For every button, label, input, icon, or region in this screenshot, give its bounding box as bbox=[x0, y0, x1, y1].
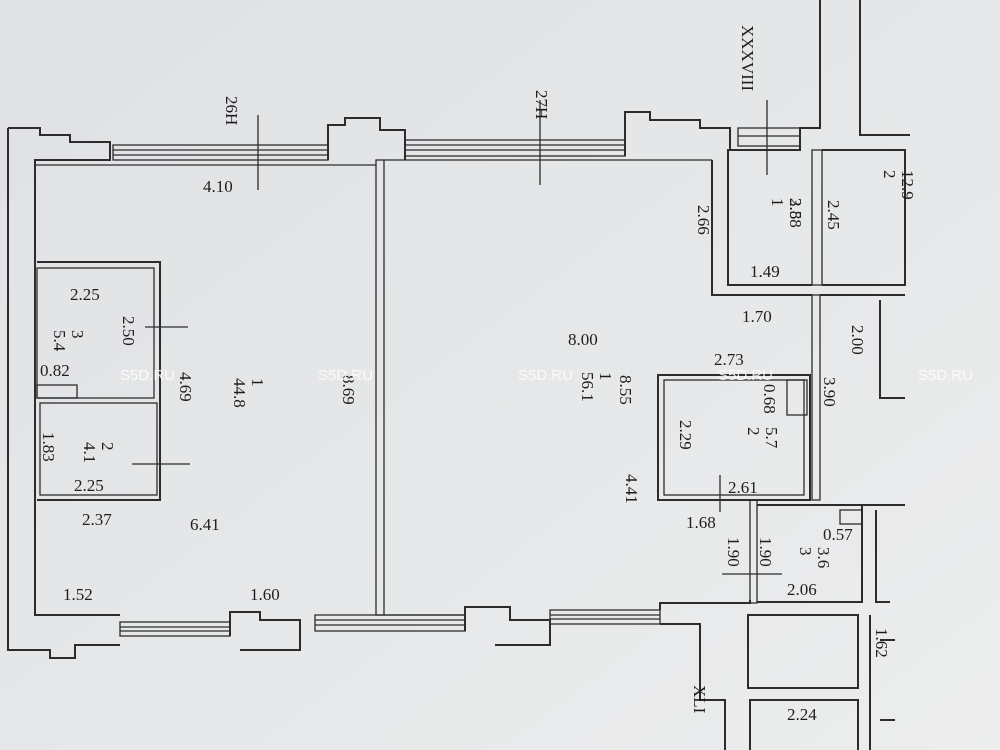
room-area: 44.8 bbox=[230, 378, 249, 408]
watermark: S5D.RU bbox=[120, 367, 175, 384]
dim-8-55: 8.55 bbox=[616, 375, 635, 405]
watermark: S5D.RU bbox=[718, 367, 773, 384]
right-apartment-labels: 8.00 156.1 8.55 2.66 13.8 2.58 2.45 212.… bbox=[568, 170, 917, 724]
room-number: 3 bbox=[68, 330, 87, 339]
room-area: 5.7 bbox=[762, 427, 781, 449]
dim-2-73: 2.73 bbox=[714, 350, 744, 369]
dim-2-06: 2.06 bbox=[787, 580, 817, 599]
room-number: 1 bbox=[248, 378, 267, 387]
dim-4-41: 4.41 bbox=[622, 474, 641, 504]
dim-1-90-left: 1.90 bbox=[724, 537, 743, 567]
room-number: 3 bbox=[796, 547, 815, 556]
dim-2-00: 2.00 bbox=[848, 325, 867, 355]
dim-0-68: 0.68 bbox=[760, 384, 779, 414]
dim-1-62: 1.62 bbox=[872, 628, 891, 658]
room-area: 4.1 bbox=[80, 442, 99, 463]
dim-2-50: 2.50 bbox=[119, 316, 138, 346]
room-area: 56.1 bbox=[578, 372, 597, 402]
axis-label-27h: 27H bbox=[532, 90, 551, 119]
dim-4-69: 4.69 bbox=[176, 372, 195, 402]
room-number: 2 bbox=[744, 427, 763, 436]
room-1-label: 156.1 bbox=[578, 372, 615, 402]
room-number: 2 bbox=[880, 170, 899, 179]
dim-2-61: 2.61 bbox=[728, 478, 758, 497]
dim-2-45: 2.45 bbox=[824, 200, 843, 230]
dim-2-37: 2.37 bbox=[82, 510, 112, 529]
dim-0-82: 0.82 bbox=[40, 361, 70, 380]
room-2-label: 24.1 bbox=[80, 442, 117, 463]
watermark: S5D.RU bbox=[518, 367, 573, 384]
dim-6-41: 6.41 bbox=[190, 515, 220, 534]
dim-1-68: 1.68 bbox=[686, 513, 716, 532]
left-apartment-labels: 4.10 2.25 2.50 35.4 0.82 1.83 24.1 2.25 … bbox=[39, 177, 358, 604]
room-1-label: 144.8 bbox=[230, 378, 267, 408]
axis-label-26h: 26H bbox=[222, 96, 241, 125]
dim-1-49: 1.49 bbox=[750, 262, 780, 281]
dim-8-00: 8.00 bbox=[568, 330, 598, 349]
room-12-9-label: 212.9 bbox=[880, 170, 917, 200]
room-3-label: 35.4 bbox=[50, 330, 87, 352]
axis-label-xxxviii: XXXVIII bbox=[738, 25, 757, 91]
dim-1-83: 1.83 bbox=[39, 432, 58, 462]
room-area: 3.8 bbox=[786, 198, 805, 219]
dim-2-25-top: 2.25 bbox=[70, 285, 100, 304]
watermarks: S5D.RU S5D.RU S5D.RU S5D.RU S5D.RU bbox=[120, 367, 973, 384]
room-area: 3.6 bbox=[814, 547, 833, 568]
dim-4-10: 4.10 bbox=[203, 177, 233, 196]
bath-label: 25.7 bbox=[744, 427, 781, 449]
watermark: S5D.RU bbox=[918, 367, 973, 384]
dim-2-58: 2.58 bbox=[786, 198, 805, 228]
room-area: 5.4 bbox=[50, 330, 69, 352]
axis-label-xli: XLI bbox=[690, 685, 709, 714]
dim-1-90-right: 1.90 bbox=[756, 537, 775, 567]
room-area: 12.9 bbox=[898, 170, 917, 200]
dim-3-90: 3.90 bbox=[820, 377, 839, 407]
dim-1-60: 1.60 bbox=[250, 585, 280, 604]
room-number: 2 bbox=[98, 442, 117, 451]
dim-8-69: 8.69 bbox=[339, 375, 358, 405]
dim-2-24: 2.24 bbox=[787, 705, 817, 724]
dim-2-25-bottom: 2.25 bbox=[74, 476, 104, 495]
walls bbox=[7, 0, 910, 750]
dim-2-29: 2.29 bbox=[676, 420, 695, 450]
room-small-1-label: 13.8 bbox=[768, 198, 805, 219]
dim-0-57: 0.57 bbox=[823, 525, 853, 544]
watermark: S5D.RU bbox=[318, 367, 373, 384]
dim-1-70: 1.70 bbox=[742, 307, 772, 326]
wc-label: 33.6 bbox=[796, 547, 833, 568]
room-number: 1 bbox=[768, 198, 787, 207]
room-number: 1 bbox=[596, 372, 615, 381]
dim-2-66: 2.66 bbox=[694, 205, 713, 235]
dim-1-52: 1.52 bbox=[63, 585, 93, 604]
axis-markers: 26H 27H XXXVIII XLI bbox=[132, 25, 782, 714]
